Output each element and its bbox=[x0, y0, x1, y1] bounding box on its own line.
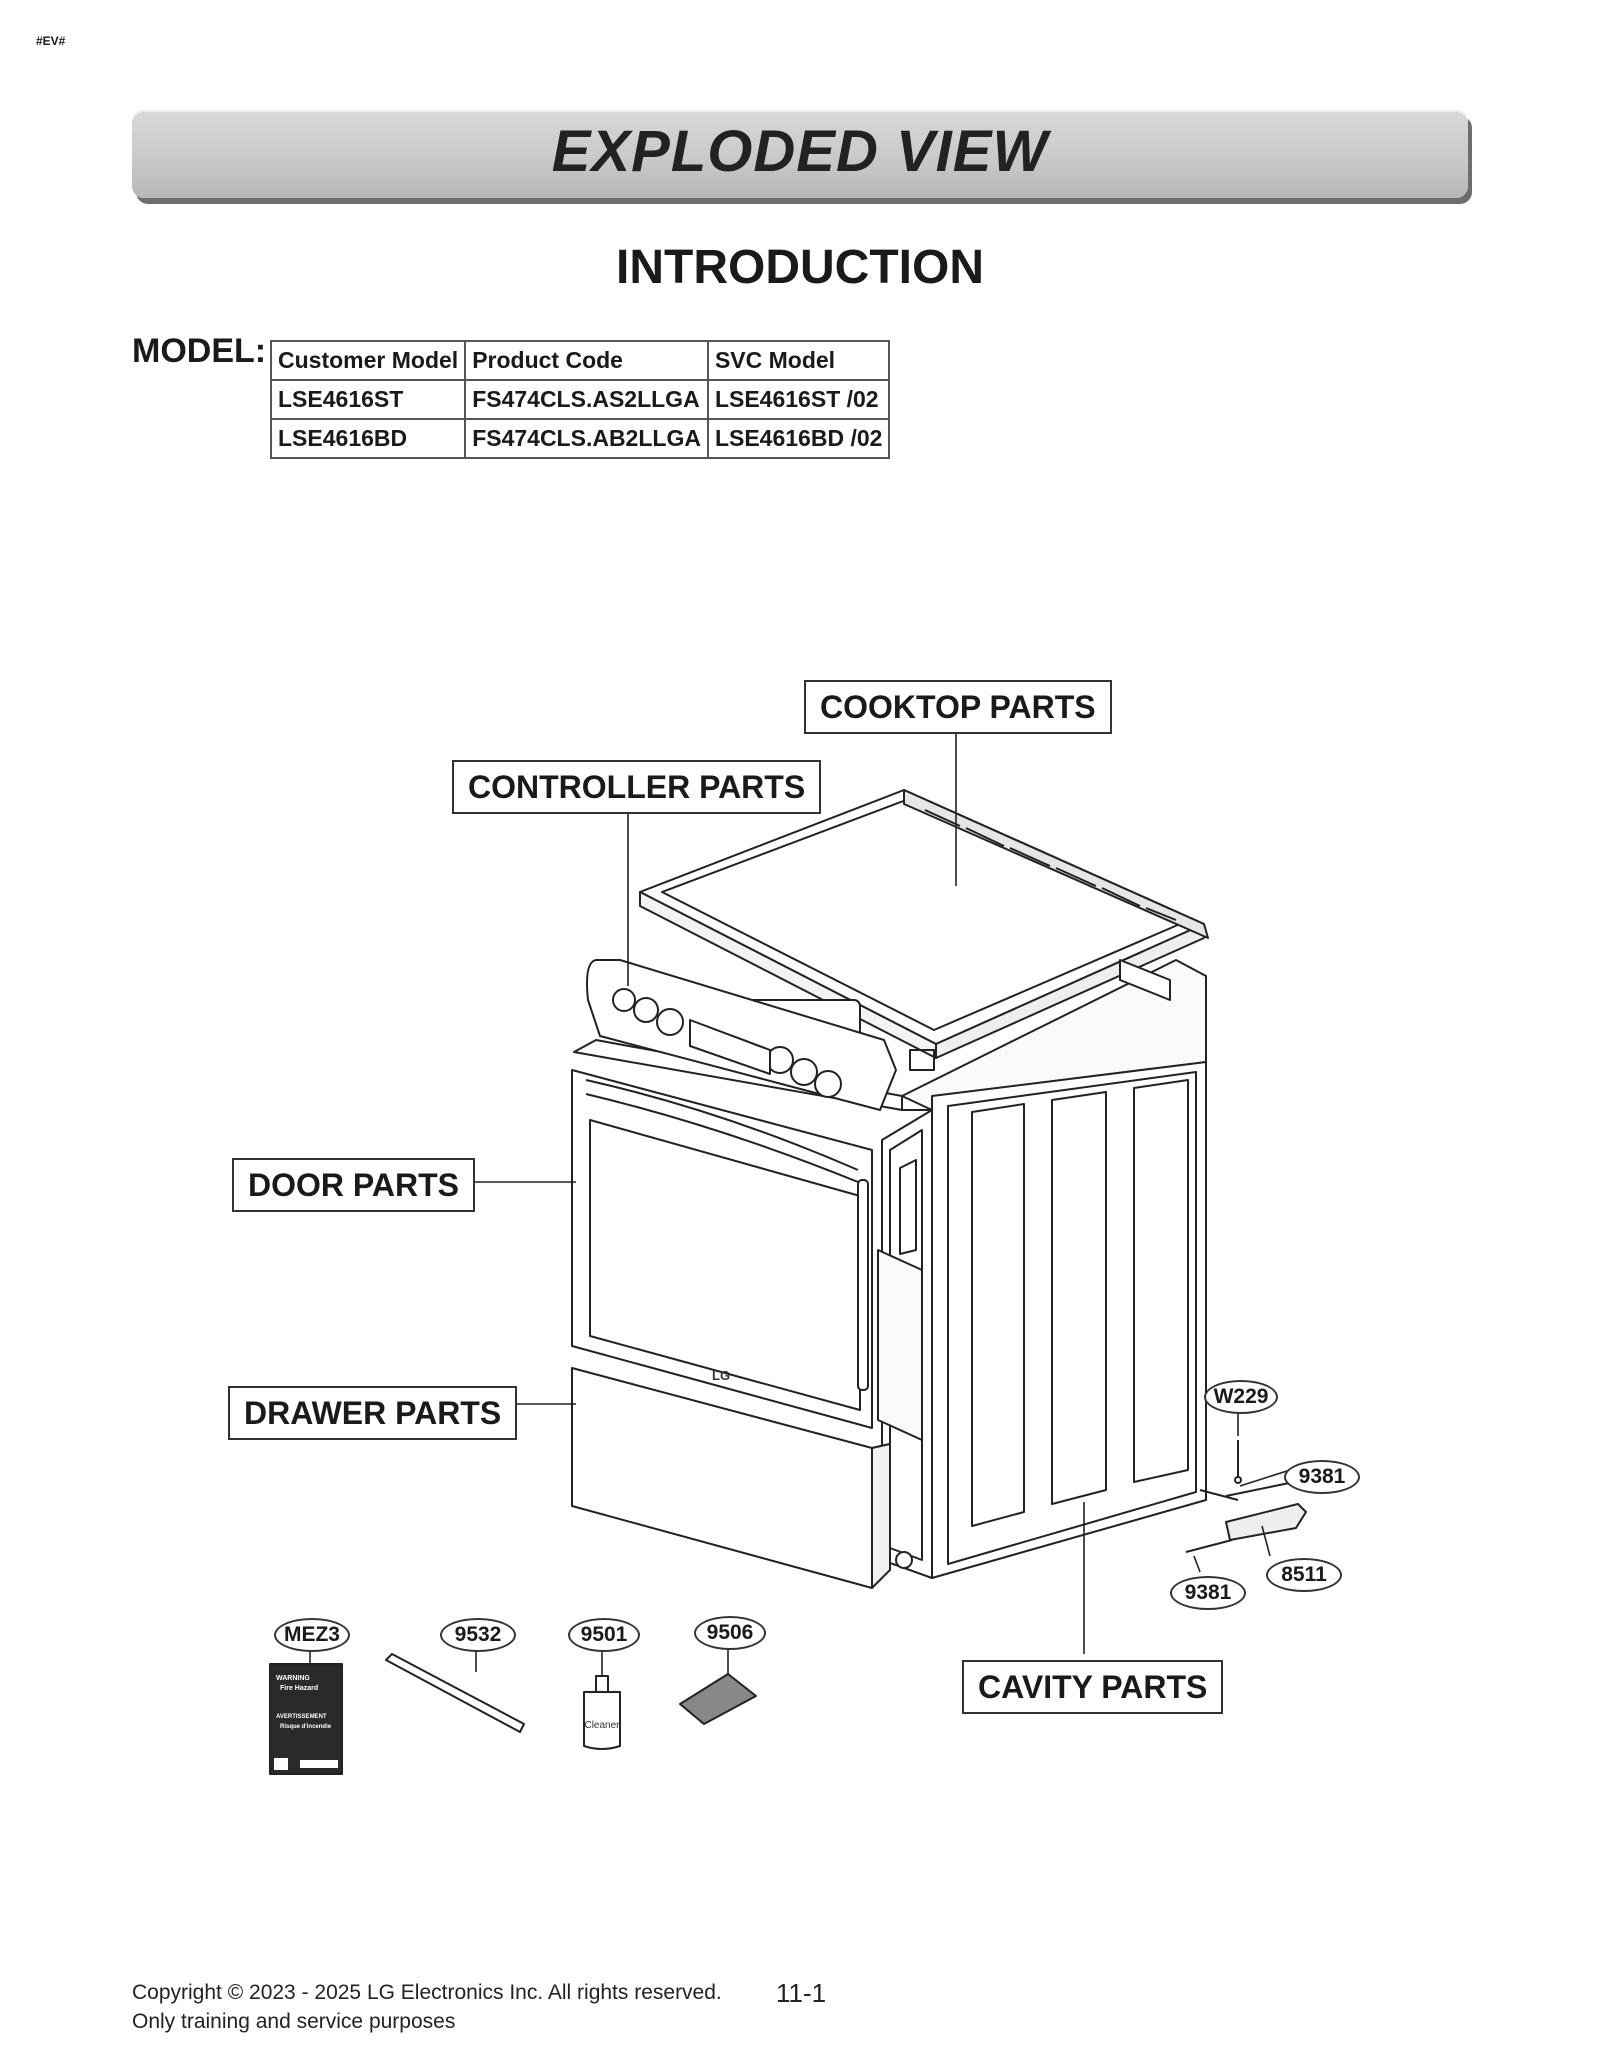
copyright-text: Copyright © 2023 - 2025 LG Electronics I… bbox=[132, 1981, 722, 2004]
part-number-8511: 8511 bbox=[1266, 1558, 1342, 1592]
callout-door-parts: DOOR PARTS bbox=[232, 1158, 475, 1212]
banner-title: EXPLODED VIEW bbox=[551, 119, 1049, 184]
section-banner: EXPLODED VIEW bbox=[132, 110, 1468, 198]
sticker-risque: Risque d'incendie bbox=[280, 1724, 332, 1730]
part-number-9381: 9381 bbox=[1284, 1460, 1360, 1494]
sticker-fire-hazard: Fire Hazard bbox=[280, 1685, 318, 1692]
table-header-row: Customer Model Product Code SVC Model bbox=[269, 340, 891, 381]
model-label: MODEL: bbox=[132, 332, 267, 370]
cleaner-bottle-label: Cleaner bbox=[584, 1720, 620, 1731]
callout-cavity-parts: CAVITY PARTS bbox=[962, 1660, 1224, 1714]
part-number-mez3: MEZ3 bbox=[274, 1618, 350, 1652]
leader-lines bbox=[309, 730, 1291, 1676]
scrub-pad bbox=[679, 1673, 757, 1725]
sticker-warning: WARNING bbox=[276, 1675, 310, 1682]
control-panel bbox=[586, 959, 897, 1111]
part-number-9532: 9532 bbox=[440, 1618, 516, 1652]
table-row: LSE4616BD FS474CLS.AB2LLGA LSE4616BD /02 bbox=[269, 418, 891, 459]
part-number-9501: 9501 bbox=[568, 1618, 640, 1652]
leveling-hardware bbox=[1185, 1440, 1307, 1553]
storage-drawer bbox=[571, 1367, 913, 1589]
oven-door bbox=[571, 1069, 873, 1429]
sticker-avertissement: AVERTISSEMENT bbox=[276, 1714, 327, 1720]
page-number: 11-1 bbox=[776, 1978, 827, 2008]
purpose-text: Only training and service purposes bbox=[132, 2010, 456, 2033]
cleaner-bottle bbox=[583, 1675, 621, 1750]
table-cell: LSE4616ST bbox=[269, 379, 467, 420]
range-body bbox=[573, 959, 1207, 1579]
table-cell: LSE4616ST /02 bbox=[706, 379, 891, 420]
column-header: SVC Model bbox=[706, 340, 891, 381]
callout-cooktop-parts: COOKTOP PARTS bbox=[804, 680, 1112, 734]
footer-copyright: Copyright © 2023 - 2025 LG Electronics I… bbox=[132, 1978, 722, 2036]
callout-drawer-parts: DRAWER PARTS bbox=[228, 1386, 518, 1440]
document-tag: #EV# bbox=[36, 34, 66, 48]
table-cell: LSE4616BD bbox=[269, 418, 467, 459]
table-row: LSE4616ST FS474CLS.AS2LLGA LSE4616ST /02 bbox=[269, 379, 891, 420]
warning-label-sheet bbox=[269, 1663, 343, 1775]
rack-rod bbox=[385, 1653, 525, 1733]
part-number-9506: 9506 bbox=[694, 1616, 766, 1650]
callout-controller-parts: CONTROLLER PARTS bbox=[452, 760, 822, 814]
model-table: Customer Model Product Code SVC Model LS… bbox=[269, 340, 891, 459]
part-number-9381: 9381 bbox=[1170, 1576, 1246, 1610]
column-header: Customer Model bbox=[269, 340, 467, 381]
column-header: Product Code bbox=[464, 340, 709, 381]
page-heading: INTRODUCTION bbox=[616, 241, 984, 294]
table-cell: FS474CLS.AS2LLGA bbox=[464, 379, 709, 420]
table-cell: FS474CLS.AB2LLGA bbox=[464, 418, 709, 459]
cooktop-assembly bbox=[639, 789, 1209, 1059]
brand-logo: LG bbox=[712, 1368, 730, 1383]
table-cell: LSE4616BD /02 bbox=[706, 418, 891, 459]
part-number-w229: W229 bbox=[1204, 1380, 1278, 1414]
